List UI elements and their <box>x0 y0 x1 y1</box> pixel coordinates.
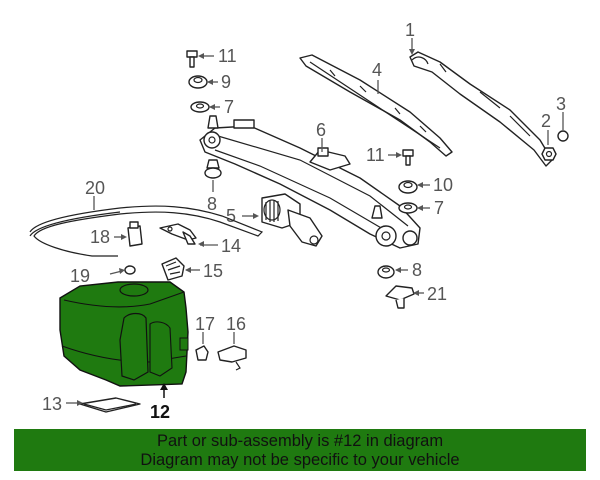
washer-upper[interactable] <box>190 101 210 113</box>
callout-12: 12 <box>150 402 170 422</box>
callout-11a: 11 <box>218 46 237 66</box>
washer-reservoir[interactable] <box>59 281 189 387</box>
arrow-18 <box>121 234 127 240</box>
callout-18: 18 <box>90 227 110 247</box>
mount-upper[interactable] <box>204 159 222 179</box>
callout-6: 6 <box>316 120 326 140</box>
washer-hose[interactable] <box>29 205 264 257</box>
info-banner: Part or sub-assembly is #12 in diagram D… <box>14 429 586 471</box>
pump-motor[interactable] <box>161 257 185 281</box>
arrow-21 <box>413 290 419 296</box>
arrow-11b <box>396 152 402 158</box>
banner-line-1: Part or sub-assembly is #12 in diagram <box>156 432 444 450</box>
wiper-motor[interactable] <box>261 193 323 247</box>
banner-line-2: Diagram may not be specific to your vehi… <box>140 451 460 469</box>
callout-15: 15 <box>203 261 223 281</box>
callout-10: 10 <box>433 175 453 195</box>
arrow-1 <box>409 49 415 55</box>
callout-2: 2 <box>541 111 551 131</box>
washer-pump[interactable] <box>127 221 143 247</box>
grommet-upper[interactable] <box>188 75 208 89</box>
washer-right[interactable] <box>398 202 418 214</box>
wiper-blade[interactable] <box>299 54 453 157</box>
callout-4: 4 <box>372 60 382 80</box>
arrow-7b <box>417 205 423 211</box>
callout-3: 3 <box>556 94 566 114</box>
wiper-linkage[interactable] <box>199 115 421 249</box>
arm-cap[interactable] <box>557 130 569 142</box>
bolt-right[interactable] <box>402 149 414 166</box>
arrow-13 <box>77 400 83 406</box>
reservoir-pad[interactable] <box>79 397 141 413</box>
callout-16: 16 <box>226 314 246 334</box>
washer-nozzle[interactable] <box>385 285 415 309</box>
sensor-plug[interactable] <box>195 345 209 361</box>
arrow-5 <box>253 213 259 219</box>
callout-8a: 8 <box>207 194 217 214</box>
tank-grommet[interactable] <box>124 265 136 275</box>
grommet-right[interactable] <box>398 180 418 194</box>
callout-14: 14 <box>221 236 241 256</box>
arrow-15 <box>185 267 191 273</box>
arrow-19 <box>119 268 125 274</box>
wiper-arm[interactable] <box>409 51 553 167</box>
callout-13: 13 <box>42 394 62 414</box>
arm-nut[interactable] <box>541 147 557 161</box>
callout-9: 9 <box>221 72 231 92</box>
bolt-upper[interactable] <box>186 50 198 68</box>
arrow-14 <box>198 241 204 247</box>
callout-19: 19 <box>70 266 90 286</box>
callout-1: 1 <box>405 20 415 40</box>
arrow-10 <box>417 182 423 188</box>
callout-5: 5 <box>226 206 236 226</box>
arrow-12 <box>160 383 168 390</box>
arrow-11a <box>198 53 204 59</box>
callout-7b: 7 <box>434 198 444 218</box>
callout-11b: 11 <box>366 145 385 165</box>
callout-17: 17 <box>195 314 215 334</box>
callout-8b: 8 <box>412 260 422 280</box>
arrow-9 <box>207 79 213 85</box>
callout-21: 21 <box>427 284 447 304</box>
hose-bracket[interactable] <box>159 223 197 245</box>
arrow-7a <box>209 104 215 110</box>
callout-7a: 7 <box>224 97 234 117</box>
mount-lower[interactable] <box>377 265 395 279</box>
arrow-8b <box>395 267 401 273</box>
callout-20: 20 <box>85 178 105 198</box>
level-sensor[interactable] <box>217 345 247 371</box>
